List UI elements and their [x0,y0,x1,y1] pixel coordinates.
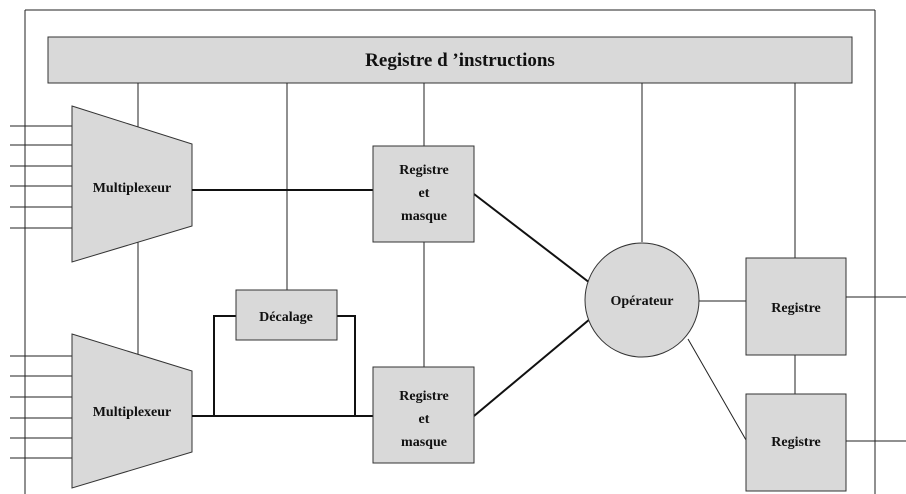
registre-out-bottom-box [745,393,847,492]
operateur-circle [584,242,700,358]
decalage-box [235,289,338,341]
registre-masque-bottom-line3: masque [401,435,447,450]
multiplexeur-top-shape [71,105,193,263]
registre-masque-bottom-box [372,366,475,464]
multiplexeur-bottom-label: Multiplexeur [93,405,172,420]
path-regmask-top-to-operateur [473,193,591,284]
registre-masque-top-line1: Registre [399,163,449,178]
path-decalage-out [337,315,356,416]
instruction-register-box [47,36,853,84]
registre-masque-bottom-line1: Registre [399,389,449,404]
instruction-register-label: Registre d ’instructions [365,50,555,71]
multiplexeur-bottom-shape [71,333,193,489]
registre-out-top-box [745,257,847,356]
registre-masque-top-line2: et [419,186,430,201]
registre-masque-top-line3: masque [401,209,447,224]
registre-out-bottom-label: Registre [771,435,821,450]
decalage-label: Décalage [259,310,313,325]
registre-out-top-label: Registre [771,301,821,316]
mux-bottom-inputs [10,355,72,459]
registre-masque-top-box [372,145,475,243]
path-regmask-bottom-to-operateur [473,318,591,417]
mux-top-inputs [10,125,72,229]
path-to-decalage-in [213,315,236,416]
operateur-label: Opérateur [611,294,674,309]
path-operateur-to-registre-bottom [687,338,747,441]
multiplexeur-top-label: Multiplexeur [93,181,172,196]
registre-masque-bottom-line2: et [419,412,430,427]
